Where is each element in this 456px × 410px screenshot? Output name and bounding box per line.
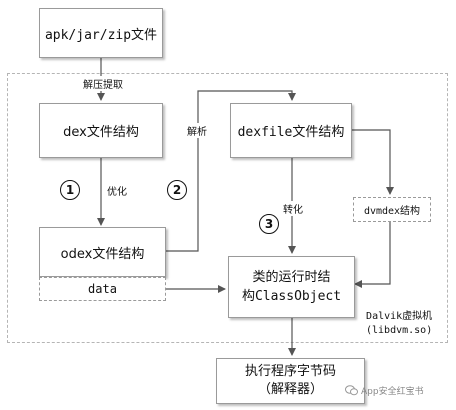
exec-bytecode-label-line1: 执行程序字节码 <box>244 364 336 379</box>
wechat-icon <box>345 385 358 396</box>
dex-structure-box: dex文件结构 <box>39 103 163 158</box>
dalvik-vm-region <box>7 73 448 343</box>
step-3-badge: 3 <box>259 214 279 234</box>
step-2-badge: 2 <box>167 180 187 200</box>
arrow-odex-to-dexfile <box>166 90 296 252</box>
classobject-label-line1: 类的运行时结 <box>252 270 331 285</box>
edge-label-convert: 转化 <box>282 201 304 216</box>
dexfile-structure-box: dexfile文件结构 <box>230 103 352 158</box>
step-1-badge: 1 <box>60 180 80 200</box>
exec-bytecode-box: 执行程序字节码 （解释器） <box>216 358 365 404</box>
arrow-dexfile-to-dvmdex <box>352 129 394 195</box>
dexfile-structure-label: dexfile文件结构 <box>237 125 345 140</box>
odex-structure-box: odex文件结构 <box>39 227 166 277</box>
watermark: App安全红宝书 <box>345 384 424 397</box>
dvmdex-structure-label: dvmdex结构 <box>363 206 421 217</box>
classobject-label-line2: 构ClassObject <box>241 289 342 304</box>
apk-jar-zip-label: apk/jar/zip文件 <box>44 27 158 43</box>
classobject-box: 类的运行时结 构ClassObject <box>228 256 355 318</box>
edge-label-optimize: 优化 <box>107 187 127 198</box>
dvmdex-structure-box: dvmdex结构 <box>353 197 431 222</box>
edge-label-parse: 解析 <box>187 123 207 138</box>
data-label: data <box>88 282 117 296</box>
dex-structure-label: dex文件结构 <box>63 125 139 140</box>
exec-bytecode-label-line2: （解释器） <box>257 382 323 397</box>
data-box: data <box>39 277 166 301</box>
dalvik-vm-caption: Dalvik虚拟机 (libdvm.so) <box>366 310 432 338</box>
watermark-text: App安全红宝书 <box>361 387 424 397</box>
edge-label-decompress: 解压提取 <box>82 76 124 91</box>
odex-structure-label: odex文件结构 <box>60 246 145 262</box>
dalvik-vm-caption-line1: Dalvik虚拟机 <box>366 311 433 322</box>
apk-jar-zip-box: apk/jar/zip文件 <box>39 8 163 58</box>
arrow-dvmdex-to-classobject <box>354 222 391 288</box>
dalvik-vm-caption-line2: (libdvm.so) <box>366 325 433 336</box>
